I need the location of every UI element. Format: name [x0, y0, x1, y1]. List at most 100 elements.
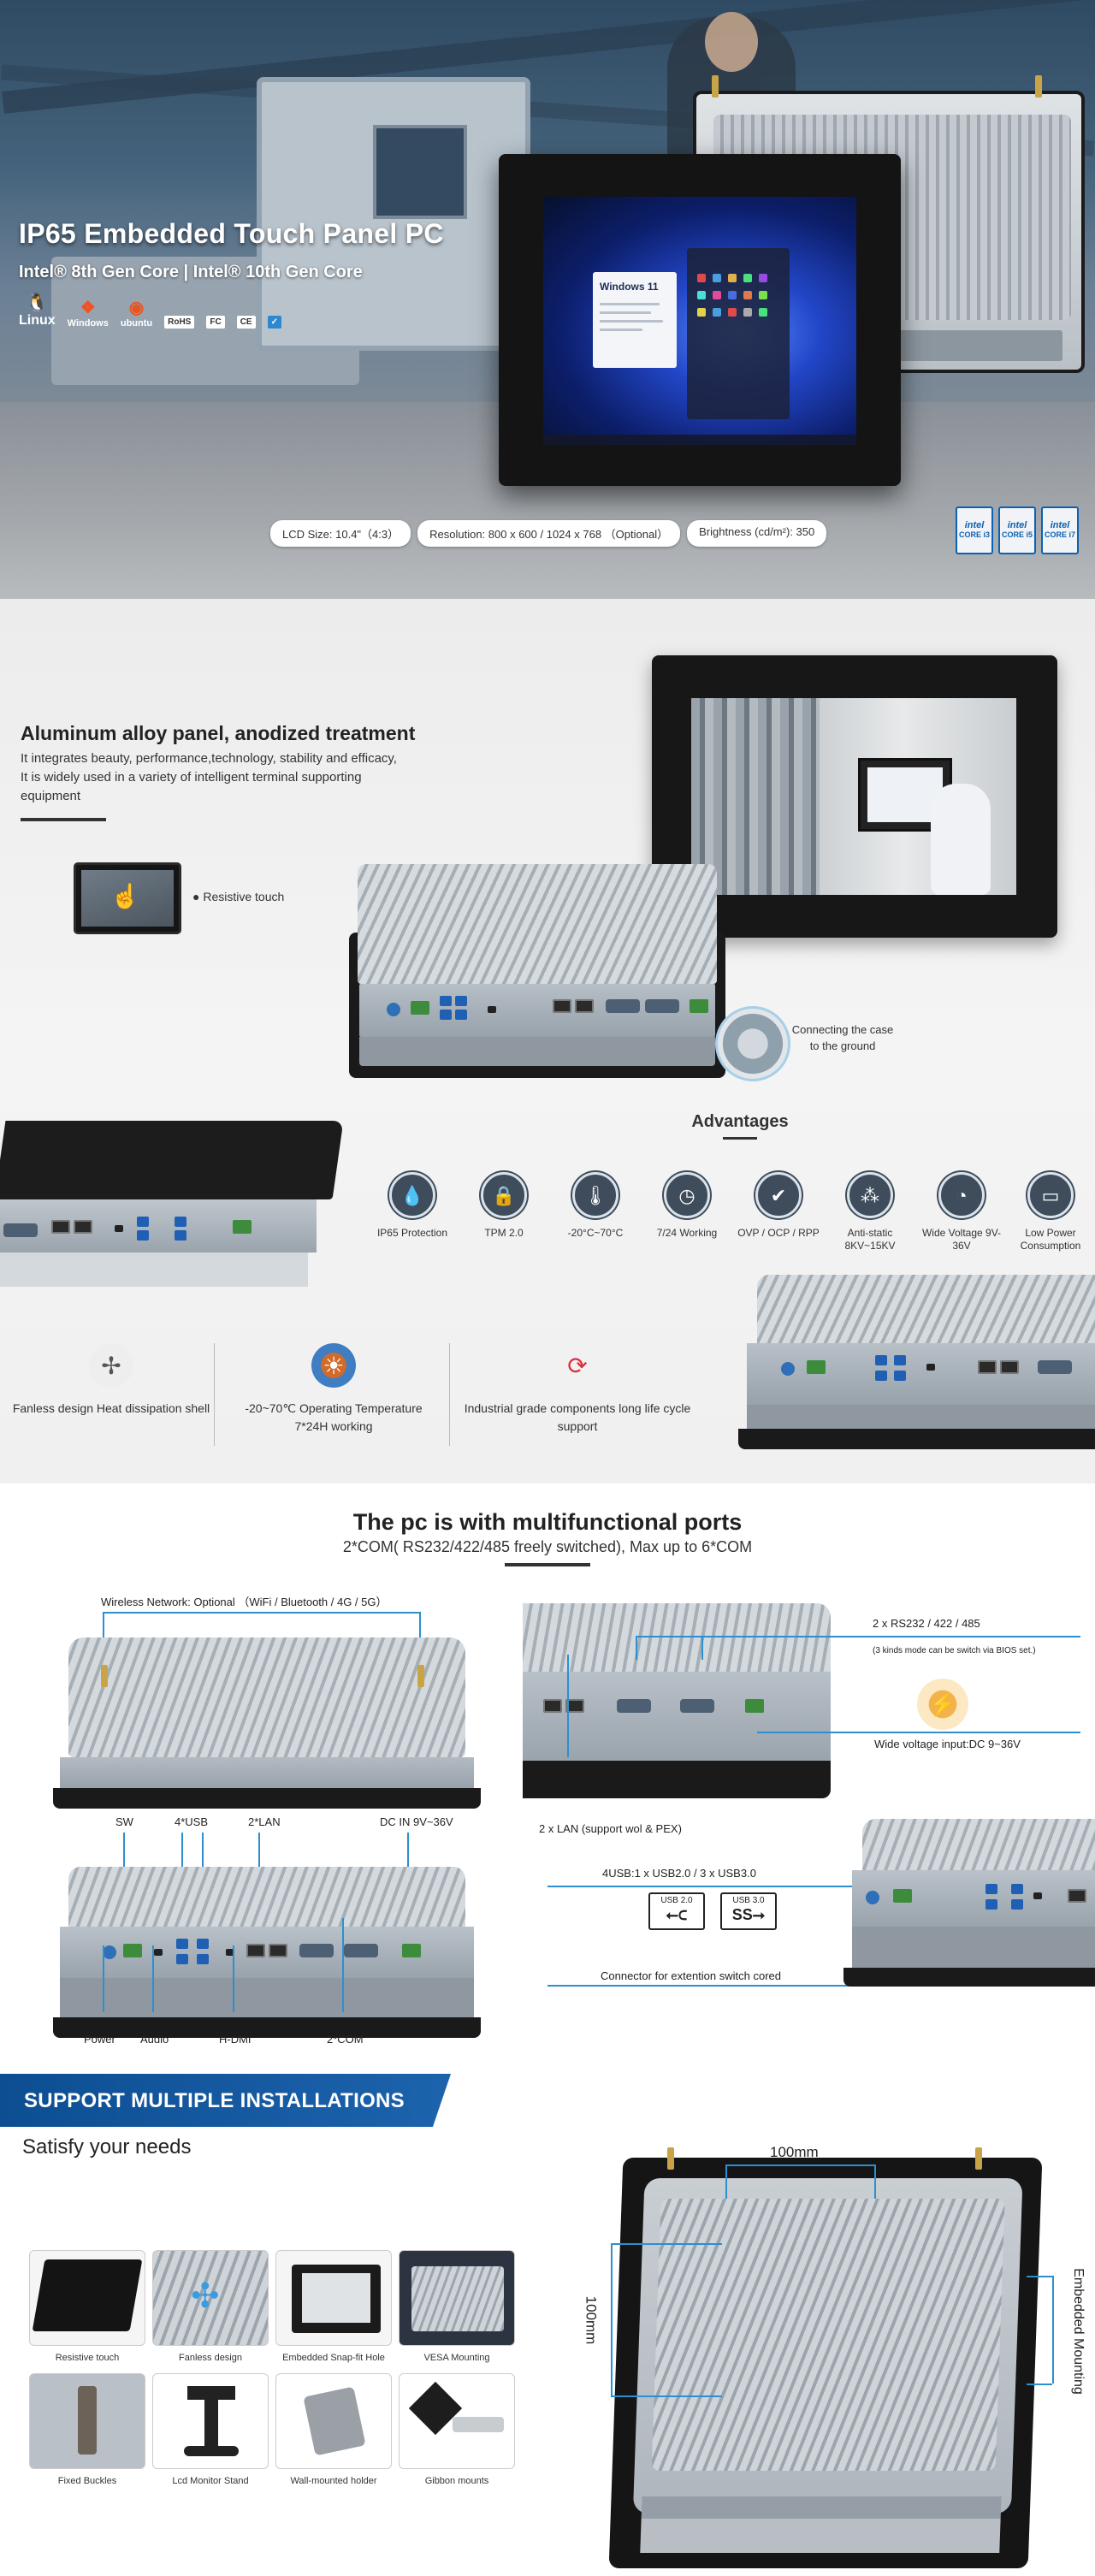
title-underline	[21, 818, 106, 821]
aluminum-description: It integrates beauty, performance,techno…	[21, 751, 397, 803]
ground-screw-icon	[715, 1006, 790, 1081]
refresh-cycle-icon: ⟳	[567, 1352, 588, 1379]
shield-check-icon: ✔	[755, 1172, 802, 1218]
gibbon-mount-thumb	[399, 2373, 515, 2469]
windows-card: Windows 11	[593, 272, 677, 368]
rohs-logo: RoHS	[164, 316, 195, 329]
ports-subtitle: 2*COM( RS232/422/485 freely switched), M…	[342, 1538, 753, 1555]
advantage-item: ✔OVP / OCP / RPP	[732, 1172, 825, 1240]
linux-logo: 🐧Linux	[19, 293, 56, 328]
vesa-thumb	[399, 2250, 515, 2346]
clock-24-icon: ◷	[664, 1172, 710, 1218]
resistive-touch-label: ● Resistive touch	[192, 890, 285, 903]
vesa-height-label: 100mm	[583, 2295, 600, 2345]
advantage-item: ◷7/24 Working	[641, 1172, 733, 1240]
shield-lock-icon: 🔒	[481, 1172, 527, 1218]
callout-line	[233, 1945, 234, 2012]
divider	[214, 1343, 215, 1446]
install-option: VESA Mounting	[399, 2250, 515, 2363]
dimension-line	[1052, 2276, 1054, 2384]
vesa-back-view	[608, 2158, 1043, 2568]
ports-title: The pc is with multifunctional ports	[352, 1509, 743, 1535]
spec-pills: LCD Size: 10.4"（4:3） Resolution: 800 x 6…	[270, 520, 827, 547]
box-pc-image	[349, 864, 725, 1078]
usb-label: 4*USB	[175, 1815, 209, 1828]
antenna-icon	[667, 2147, 674, 2170]
hand-touch-icon: ☝	[110, 883, 140, 909]
lightning-icon: ⚡	[917, 1679, 968, 1730]
callout-line	[103, 1945, 104, 2012]
resistive-touch-thumb	[29, 2250, 145, 2346]
installations-banner: SUPPORT MULTIPLE INSTALLATIONS	[0, 2074, 451, 2127]
ports-section: The pc is with multifunctional ports 2*C…	[0, 1483, 1095, 2062]
dimension-line	[725, 2164, 727, 2199]
callout-line	[636, 1636, 637, 1660]
vesa-width-label: 100mm	[770, 2144, 819, 2160]
snap-fit-thumb	[275, 2250, 392, 2346]
fixed-buckles-thumb	[29, 2373, 145, 2469]
windows-logo: ❖Windows	[67, 299, 109, 329]
industrial-panel-image	[652, 655, 1057, 938]
connector-label: Connector for extention switch cored	[601, 1969, 781, 1982]
dimension-line	[874, 2164, 876, 2199]
certification-icon: ✓	[267, 316, 281, 329]
lan2-label: 2*LAN	[248, 1815, 281, 1828]
aluminum-section: Aluminum alloy panel, anodized treatment…	[0, 599, 1095, 1483]
antenna-icon	[712, 75, 719, 98]
spec-brightness: Brightness (cd/m²): 350	[687, 520, 827, 547]
audio-label: Audio	[140, 2033, 169, 2046]
callout-line	[548, 1886, 1061, 1887]
antenna-icon	[975, 2147, 982, 2170]
fanless-thumb: ✣	[152, 2250, 269, 2346]
dimension-line	[1027, 2276, 1052, 2277]
temperature-icon: ☀	[311, 1343, 356, 1388]
usb-icon: ⭠⊂	[666, 1906, 688, 1923]
resistive-touch-image: ☝	[74, 862, 181, 934]
fan-icon: ✢	[89, 1343, 133, 1388]
spec-lcd-size: LCD Size: 10.4"（4:3）	[270, 520, 411, 547]
panel-screen: Windows 11	[543, 197, 856, 445]
sw-label: SW	[115, 1815, 133, 1828]
install-option: Resistive touch	[29, 2250, 145, 2363]
install-option: Fixed Buckles	[29, 2373, 145, 2486]
hero-subtitle: Intel® 8th Gen Core | Intel® 10th Gen Co…	[19, 263, 363, 281]
divider	[449, 1343, 450, 1446]
battery-icon: ▭	[1027, 1172, 1074, 1218]
wide-voltage-label: Wide voltage input:DC 9~36V	[874, 1738, 1021, 1750]
advantage-item: ▭Low Power Consumption	[1004, 1172, 1095, 1252]
static-icon: ⁂	[847, 1172, 893, 1218]
ce-logo: CE	[236, 316, 256, 329]
usb-ss-icon: SS⭢	[731, 1906, 766, 1923]
advantage-item: 🌡-20°C~70°C	[549, 1172, 642, 1240]
rs232-note: (3 kinds mode can be switch via BIOS set…	[873, 1646, 1036, 1655]
pc-rear-io-view	[53, 1867, 481, 2057]
callout-line	[103, 1612, 421, 1614]
feature-item: ☀-20~70℃ Operating Temperature 7*24H wor…	[227, 1343, 441, 1436]
callout-line	[636, 1636, 1080, 1637]
thermometer-icon: 🌡	[572, 1172, 619, 1218]
ubuntu-logo: ◉ubuntu	[120, 299, 153, 329]
usb2-box: USB 2.0⭠⊂	[648, 1892, 705, 1930]
os-logos: 🐧Linux ❖Windows ◉ubuntu RoHS FC CE ✓	[19, 294, 281, 329]
callout-line	[342, 1918, 344, 2012]
install-option: Embedded Snap-fit Hole	[275, 2250, 392, 2363]
power-label: Power	[84, 2033, 115, 2046]
side-pc-image	[0, 1121, 344, 1292]
callout-line	[757, 1732, 1080, 1733]
advantage-item: 💧IP65 Protection	[366, 1172, 459, 1240]
title-underline	[505, 1563, 590, 1566]
advantage-item: ◔Wide Voltage 9V-36V	[915, 1172, 1008, 1252]
aluminum-title: Aluminum alloy panel, anodized treatment	[21, 722, 416, 744]
ground-label: Connecting the case to the ground	[791, 1023, 894, 1052]
install-option: Wall-mounted holder	[275, 2373, 392, 2486]
usb-title-label: 4USB:1 x USB2.0 / 3 x USB3.0	[602, 1867, 756, 1880]
hero-title: IP65 Embedded Touch Panel PC	[19, 218, 444, 249]
callout-line	[567, 1655, 569, 1757]
install-option: Gibbon mounts	[399, 2373, 515, 2486]
dimension-line	[611, 2243, 613, 2397]
advantages-title: Advantages	[599, 1112, 881, 1140]
pc-com-view	[523, 1603, 831, 1804]
